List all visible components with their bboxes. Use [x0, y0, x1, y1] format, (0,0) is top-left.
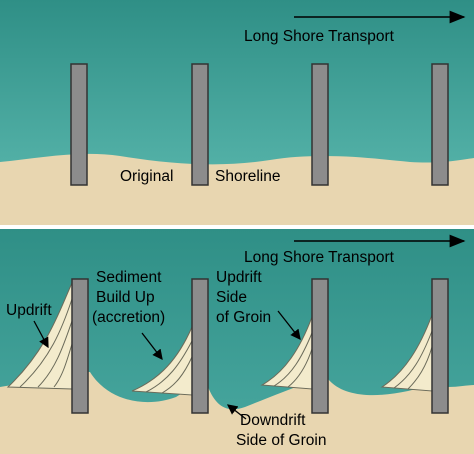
sediment-label-line-2: Build Up — [96, 289, 155, 306]
transport-label: Long Shore Transport — [244, 28, 395, 45]
groin-accretion-diagram: Long Shore Transport Updrift Sediment Bu… — [0, 229, 474, 454]
updrift-label: Updrift — [6, 302, 52, 319]
updrift-side-pointer — [277, 310, 301, 341]
groin — [431, 63, 449, 186]
groin — [431, 278, 449, 414]
downdrift-side-line-2: Side of Groin — [236, 432, 326, 449]
updrift-side-line-3: of Groin — [216, 309, 271, 326]
sediment-wedge — [131, 326, 193, 396]
groin — [311, 278, 329, 414]
sediment-wedge — [260, 316, 313, 390]
groin — [71, 278, 89, 414]
groin — [191, 63, 209, 186]
groin-accretion-panel: Long Shore Transport Updrift Sediment Bu… — [0, 229, 474, 454]
shoreline-label-right: Shoreline — [215, 168, 281, 185]
groin — [70, 63, 88, 186]
downdrift-side-line-1: Downdrift — [240, 412, 306, 429]
beach-sand — [0, 153, 474, 225]
updrift-side-line-2: Side — [216, 289, 247, 306]
groin — [311, 63, 329, 186]
groin — [191, 278, 209, 414]
original-shoreline-panel: Long Shore Transport Original Shoreline — [0, 0, 474, 225]
sediment-pointer — [141, 332, 163, 361]
sediment-wedge — [6, 282, 73, 390]
downdrift-pointer — [226, 404, 247, 420]
transport-label: Long Shore Transport — [244, 249, 395, 266]
original-shoreline-diagram: Long Shore Transport Original Shoreline — [0, 0, 474, 225]
updrift-side-line-1: Updrift — [216, 269, 262, 286]
sediment-wedge — [380, 314, 433, 392]
sediment-label-line-1: Sediment — [96, 269, 162, 286]
sediment-label-line-3: (accretion) — [92, 309, 165, 326]
shoreline-label-left: Original — [120, 168, 173, 185]
updrift-pointer — [33, 320, 49, 349]
